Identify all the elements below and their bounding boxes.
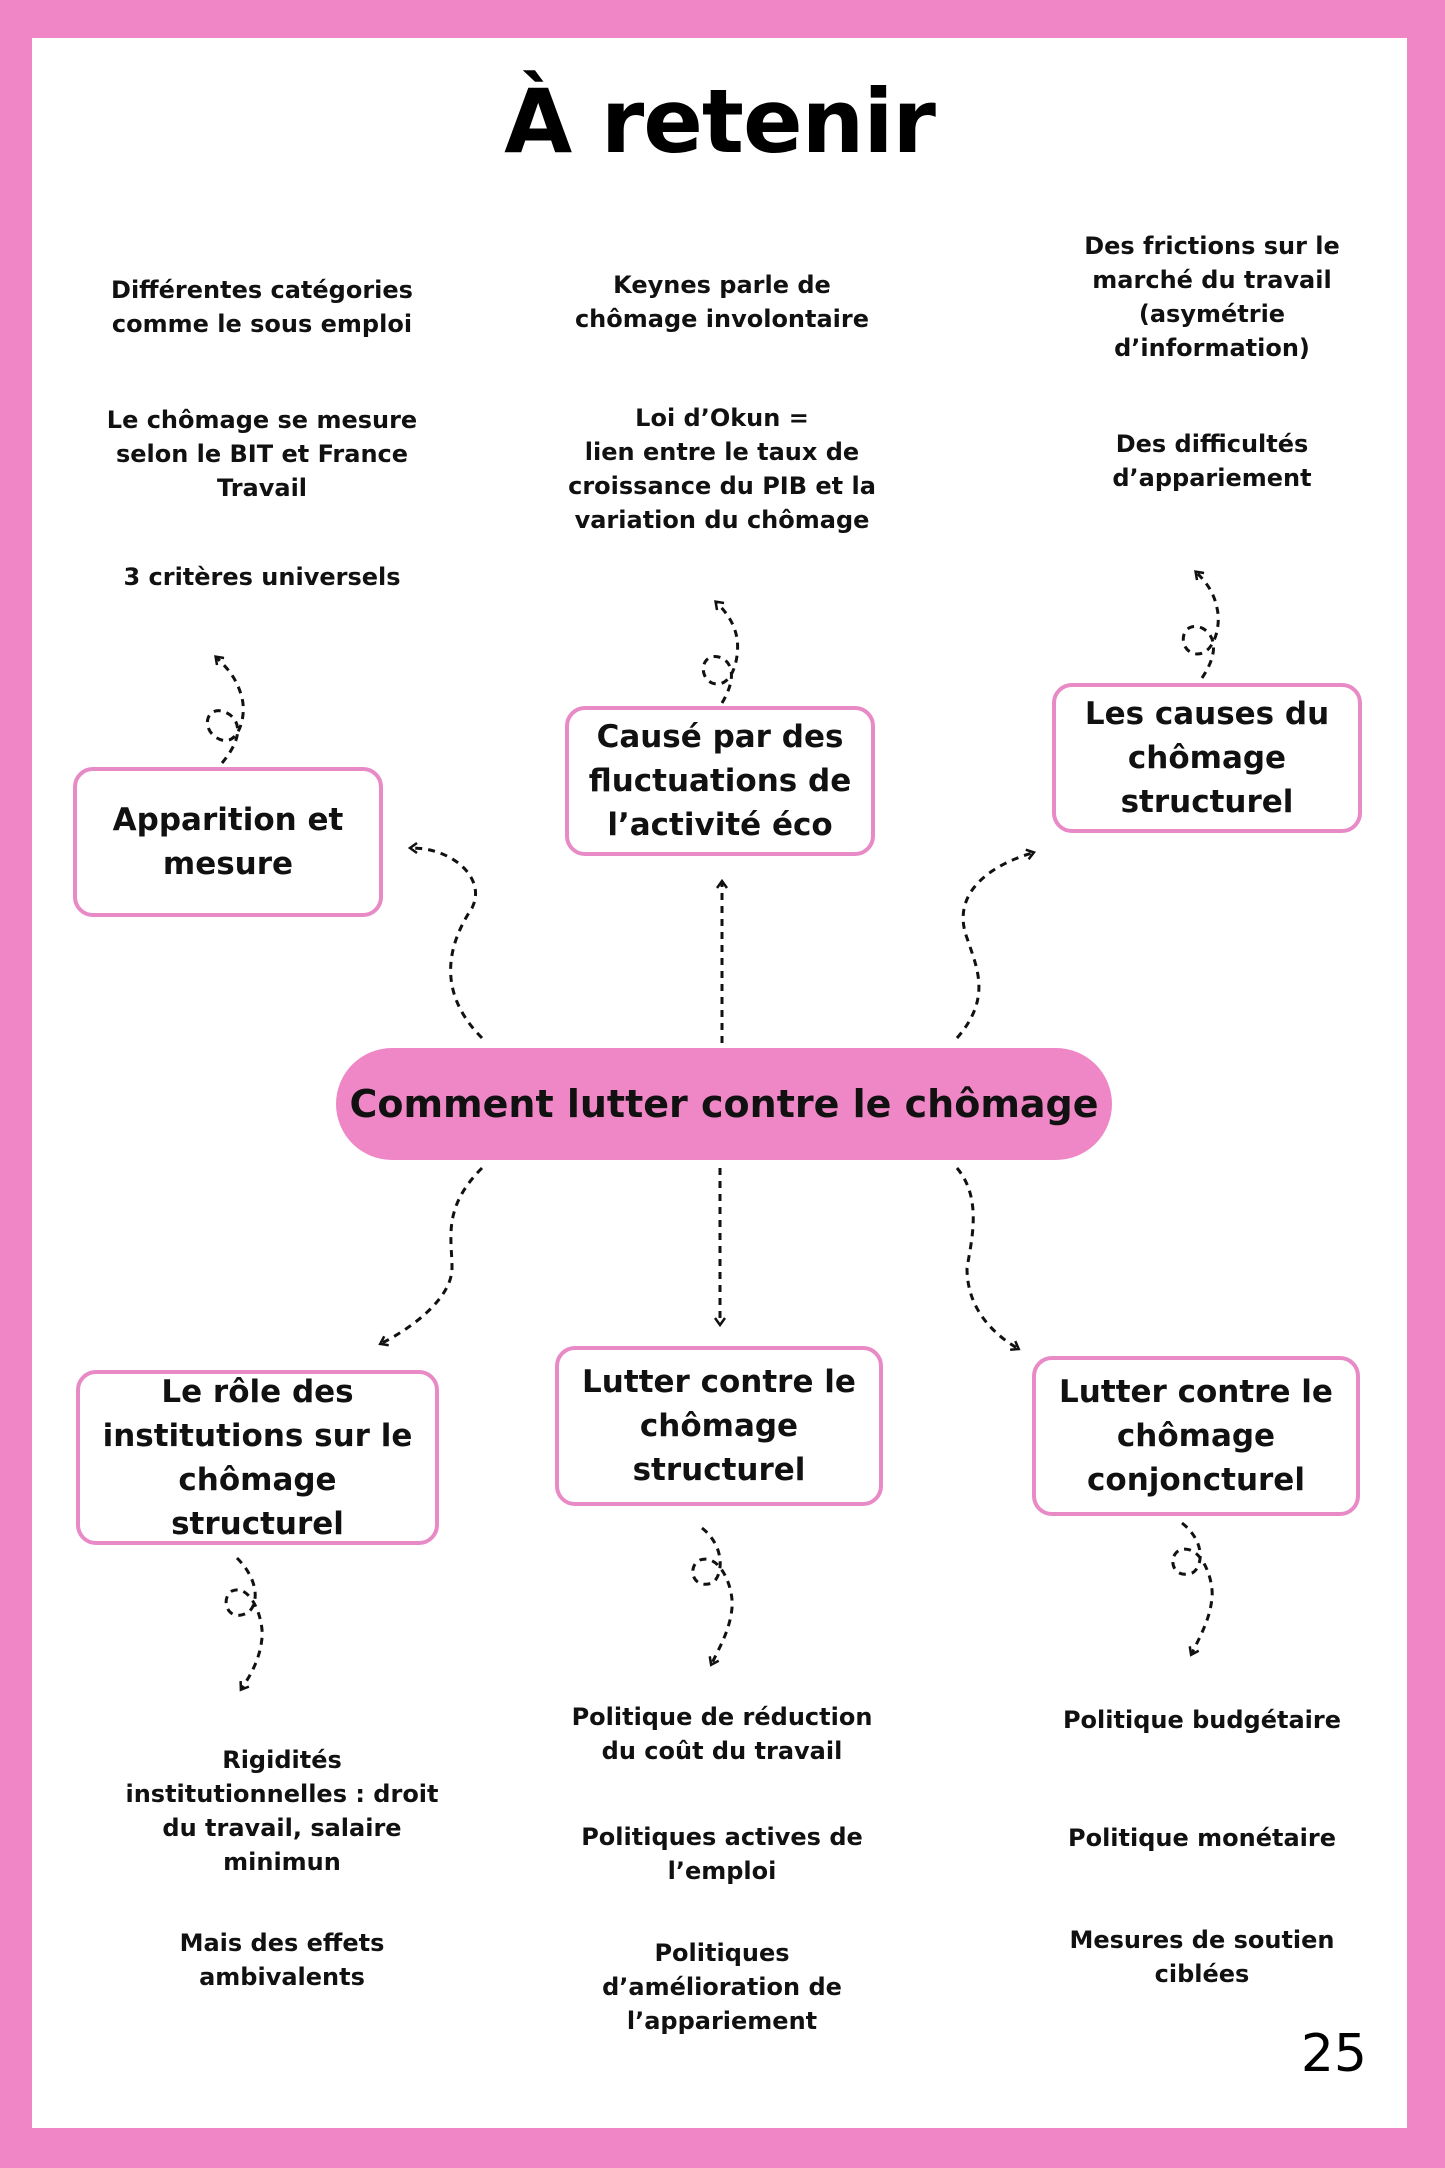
note-bottom-mid-2: Politiques actives de l’emploi [581, 1823, 863, 1885]
loop-arrow-top-left [206, 658, 245, 764]
note-top-mid-2: Loi d’Okun = lien entre le taux de crois… [568, 404, 876, 534]
box-lutter-structurel: Lutter contre le chômage structurel [555, 1346, 883, 1506]
central-topic: Comment lutter contre le chômage [336, 1048, 1112, 1160]
loop-arrow-top-right [1181, 573, 1220, 679]
page-number: 25 [1300, 2024, 1367, 2084]
note-top-left-2: Le chômage se mesure selon le BIT et Fra… [106, 406, 418, 502]
note-bottom-right-1: Politique budgétaire [1062, 1706, 1342, 1734]
arrow-to-bottom-right [955, 1167, 1017, 1348]
arrow-to-bottom-left [382, 1166, 484, 1343]
note-top-left-1: Différentes catégories comme le sous emp… [111, 276, 413, 338]
loop-arrow-bottom-right [1171, 1521, 1214, 1653]
arrow-to-top-right [955, 853, 1032, 1039]
note-top-mid-1: Keynes parle de chômage involontaire [574, 271, 870, 333]
box-fluctuations: Causé par des fluctuations de l’activité… [565, 706, 875, 856]
arrow-to-top-left [412, 848, 484, 1040]
page-title: À retenir [504, 70, 936, 173]
note-bottom-right-3: Mesures de soutien ciblées [1069, 1926, 1335, 1988]
note-bottom-left-1: Rigidités institutionnelles : droit du t… [125, 1746, 439, 1876]
page: À retenir Différentes catégories comme [32, 38, 1407, 2128]
loop-arrow-top-mid [701, 603, 740, 704]
box-lutter-conjoncturel: Lutter contre le chômage conjoncturel [1032, 1356, 1360, 1516]
note-top-right-2: Des difficultés d’appariement [1112, 430, 1312, 492]
loop-arrow-bottom-left [224, 1556, 264, 1688]
note-top-right-1: Des frictions sur le marché du travail (… [1084, 232, 1340, 362]
note-bottom-mid-1: Politique de réduction du coût du travai… [571, 1703, 873, 1765]
box-causes-structurel: Les causes du chômage structurel [1052, 683, 1362, 833]
note-top-left-3: 3 critères universels [123, 563, 401, 591]
box-apparition-mesure: Apparition et mesure [73, 767, 383, 917]
box-role-institutions: Le rôle des institutions sur le chômage … [76, 1370, 439, 1545]
note-bottom-right-2: Politique monétaire [1068, 1824, 1336, 1852]
note-bottom-mid-3: Politiques d’amélioration de l’apparieme… [602, 1939, 842, 2035]
connector-arrows [206, 38, 1220, 2128]
note-bottom-left-2: Mais des effets ambivalents [179, 1929, 385, 1991]
loop-arrow-bottom-mid [691, 1526, 734, 1663]
